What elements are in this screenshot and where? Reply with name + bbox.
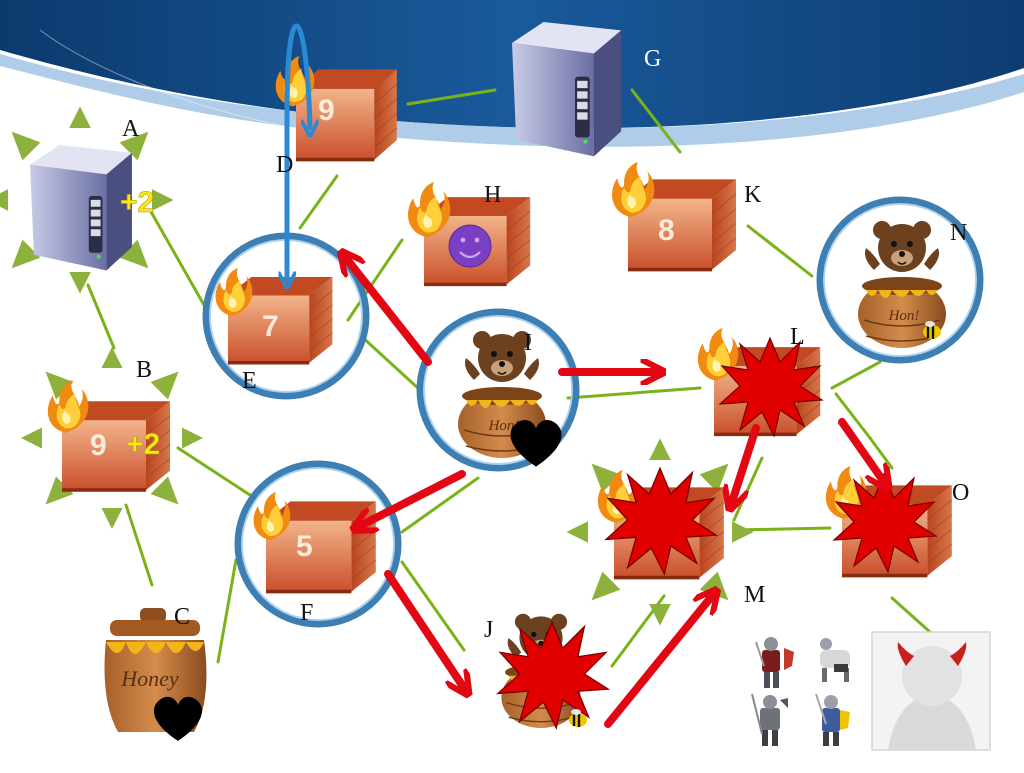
label-l: L — [790, 324, 805, 350]
attack-arrow-l-m — [732, 424, 760, 502]
attack-arrow-i-e — [346, 258, 432, 366]
node-a-server[interactable] — [30, 145, 132, 271]
label-f: F — [300, 600, 313, 626]
node-n-bear-honeypot[interactable] — [857, 220, 947, 349]
ring-node-i — [416, 308, 580, 472]
label-i: I — [524, 330, 532, 356]
label-g: G — [644, 46, 661, 72]
label-n: N — [950, 220, 967, 246]
defender-path — [287, 23, 310, 282]
label-a: A — [122, 116, 140, 142]
node-b-number: 9 — [90, 429, 107, 462]
knight-figures-icon — [751, 637, 850, 746]
attack-arrow-l-o — [838, 418, 884, 482]
label-c: C — [174, 604, 190, 630]
firewall-icon — [226, 275, 335, 365]
node-m-firewall[interactable] — [597, 467, 726, 580]
svg-text:Honey: Honey — [120, 666, 179, 691]
node-b-score-badge: +2 — [126, 428, 160, 461]
label-e: E — [242, 368, 257, 394]
label-h: H — [484, 182, 501, 208]
server-icon — [512, 22, 622, 157]
node-f-number: 5 — [296, 530, 313, 563]
node-c-honey-jar[interactable]: Honey — [104, 608, 207, 741]
node-h-firewall[interactable] — [408, 182, 532, 287]
node-d-number: 9 — [318, 94, 335, 127]
label-d: D — [276, 152, 293, 178]
label-o: O — [952, 480, 969, 506]
node-i-bear-honeypot[interactable] — [457, 330, 562, 467]
label-m: M — [744, 582, 765, 608]
ring-node-f — [234, 460, 402, 628]
node-a-score-badge: +2 — [120, 186, 154, 219]
node-f-firewall[interactable] — [253, 492, 378, 594]
label-j: J — [484, 617, 493, 643]
attack-arrows — [346, 258, 884, 728]
attack-arrow-f-j — [384, 570, 464, 688]
node-e-number: 7 — [262, 310, 279, 343]
label-k: K — [744, 182, 762, 208]
node-j-bear-honeypot[interactable] — [497, 613, 609, 729]
attack-arrow-i-f — [360, 470, 466, 526]
server-icon — [30, 145, 132, 271]
firewall-icon — [264, 499, 378, 594]
node-g-server[interactable] — [512, 22, 622, 157]
node-k-number: 8 — [658, 214, 675, 247]
ring-node-n — [816, 196, 984, 364]
label-b: B — [136, 357, 152, 383]
slide-header-band — [0, 0, 1024, 151]
smiley-icon — [448, 224, 492, 268]
devil-avatar-icon — [871, 631, 991, 751]
attack-arrow-j-m — [604, 596, 712, 728]
node-o-firewall[interactable] — [825, 466, 954, 578]
